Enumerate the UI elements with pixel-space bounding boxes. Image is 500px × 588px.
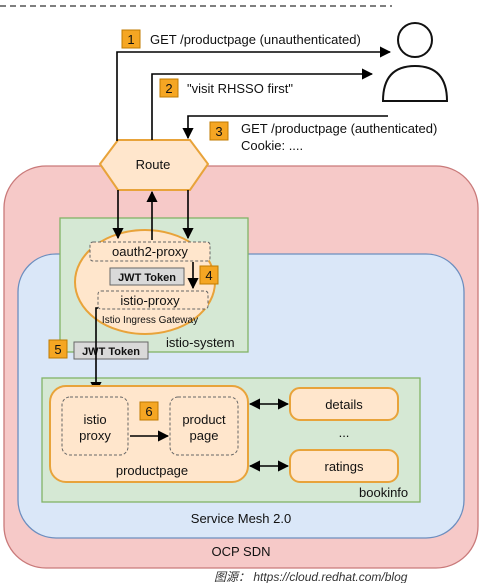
step3-text: GET /productpage (authenticated) (241, 121, 437, 136)
ratings-label: ratings (324, 459, 364, 474)
step1-text: GET /productpage (unauthenticated) (150, 32, 361, 47)
route-label: Route (136, 157, 171, 172)
istio-proxy-sidecar-box (61, 396, 129, 456)
istio-proxy-sidecar-line2: proxy (79, 428, 111, 443)
oauth2-proxy-box (89, 241, 211, 262)
istio-proxy-gateway-label: istio-proxy (120, 293, 180, 308)
gateway-to-productpage-arrow (90, 307, 102, 394)
caption-strip (0, 570, 500, 583)
user-icon (381, 22, 449, 102)
product-page-app-line1: product (182, 412, 226, 427)
image-source-caption: 图源： https://cloud.redhat.com/blog (214, 570, 408, 583)
services-ellipsis: ... (339, 425, 350, 440)
bookinfo-label: bookinfo (359, 485, 408, 500)
istio-system-label: istio-system (166, 335, 235, 350)
istio-proxy-sidecar-line1: istio (83, 412, 106, 427)
step2-arrow (151, 68, 374, 140)
jwt-token-box-transit (73, 341, 149, 360)
product-page-app-line2: page (190, 428, 219, 443)
service-mesh-label: Service Mesh 2.0 (191, 511, 291, 526)
productpage-label: productpage (116, 463, 188, 478)
step-badge-2: 2 (159, 78, 179, 98)
svg-text:2: 2 (165, 81, 172, 96)
jwt-token-label-transit: JWT Token (82, 346, 140, 358)
istio-proxy-gateway-box (97, 290, 209, 310)
step-badge-3: 3 (209, 121, 229, 141)
step-badge-5: 5 (48, 339, 68, 359)
oauth2-proxy-label: oauth2-proxy (112, 244, 188, 259)
svg-text:4: 4 (205, 268, 212, 283)
ratings-box (289, 449, 399, 483)
details-label: details (325, 397, 363, 412)
jwt-token-label-gateway: JWT Token (118, 272, 176, 284)
step2-text: "visit RHSSO first" (187, 81, 293, 96)
step3-cookie-text: Cookie: .... (241, 138, 303, 153)
details-box (289, 387, 399, 421)
svg-text:1: 1 (127, 32, 134, 47)
svg-text:5: 5 (54, 342, 61, 357)
step3-arrow (182, 115, 388, 140)
step-badge-6: 6 (139, 401, 159, 421)
ocp-sdn-label: OCP SDN (212, 544, 271, 559)
step-badge-1: 1 (121, 29, 141, 49)
product-page-app-box (169, 396, 239, 456)
jwt-token-box-gateway (109, 267, 185, 286)
step-badge-4: 4 (199, 265, 219, 285)
step1-arrow (116, 46, 392, 141)
ingress-gateway-label: Istio Ingress Gateway (102, 315, 198, 326)
svg-text:6: 6 (145, 404, 152, 419)
svg-text:3: 3 (215, 124, 222, 139)
